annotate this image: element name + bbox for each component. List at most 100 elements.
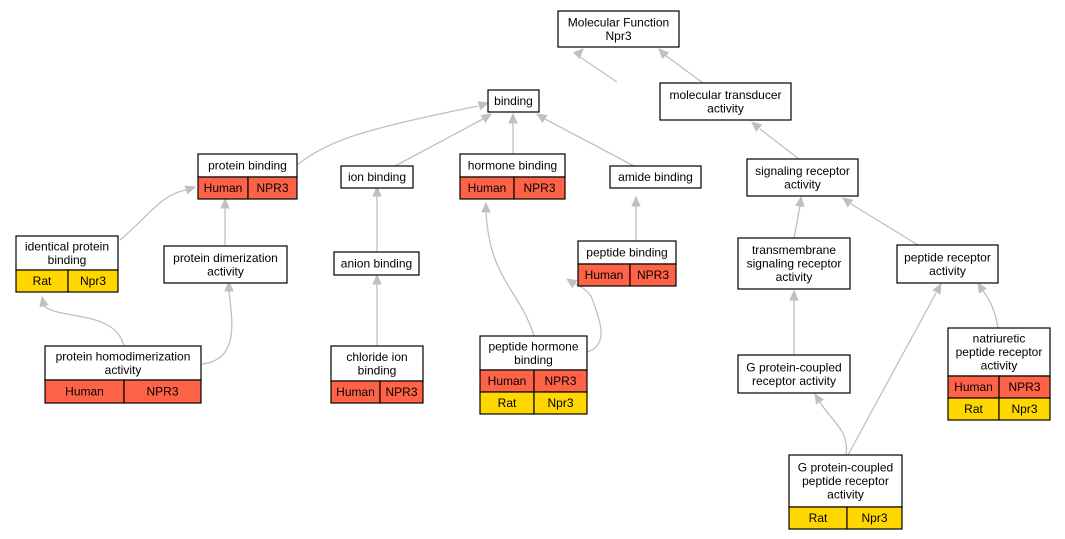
node-box — [340, 165, 414, 189]
edge-arrowhead — [631, 195, 641, 207]
species-label: Rat — [33, 274, 52, 288]
edge-arrowhead — [224, 280, 234, 292]
edge-arrowhead — [481, 201, 491, 213]
node-label: binding — [48, 253, 87, 267]
edge-arrowhead — [795, 195, 805, 207]
edge-arrowhead — [789, 289, 799, 301]
node-box — [737, 237, 851, 290]
species-label: Human — [585, 268, 624, 282]
edge-arrowhead — [184, 185, 197, 195]
node-label: peptide receptor — [802, 474, 889, 488]
gene-cell — [513, 176, 566, 200]
node-box — [479, 335, 588, 371]
edge-line — [119, 189, 187, 241]
node-box — [896, 244, 999, 284]
node-label: G protein-coupled — [746, 360, 841, 374]
node-label: receptor activity — [752, 374, 836, 388]
node-box — [746, 158, 859, 197]
edge-arrowhead — [480, 113, 493, 124]
edge-line — [485, 212, 535, 337]
node-label: signaling receptor — [747, 257, 842, 271]
node-box — [788, 454, 903, 508]
edge-arrowhead — [572, 48, 584, 60]
node-box — [947, 327, 1051, 377]
node-label: activity — [981, 359, 1018, 373]
edge-arrowhead — [977, 281, 988, 294]
edge-line — [793, 205, 801, 239]
node-label: binding — [514, 353, 553, 367]
node-box — [659, 82, 792, 121]
go-term-node[interactable]: anion binding — [333, 251, 420, 276]
gene-label: NPR3 — [637, 268, 669, 282]
gene-label: NPR3 — [256, 181, 288, 195]
node-label: molecular transducer — [669, 88, 781, 102]
edges — [39, 48, 999, 456]
gene-label: NPR3 — [146, 385, 178, 399]
node-label: peptide binding — [586, 246, 667, 260]
gene-label: NPR3 — [523, 181, 555, 195]
species-label: Rat — [964, 402, 983, 416]
edge-line — [847, 292, 937, 456]
node-label: activity — [784, 177, 821, 191]
edge-arrowhead — [565, 278, 578, 289]
node-label: transmembrane — [752, 243, 836, 257]
gene-cell — [247, 176, 298, 200]
edge-arrowhead — [535, 113, 548, 124]
node-label: peptide receptor — [956, 345, 1043, 359]
species-label: Rat — [809, 511, 828, 525]
node-label: protein dimerization — [173, 251, 278, 265]
node-label: peptide hormone — [488, 339, 578, 353]
edge-line — [201, 290, 233, 365]
edge-arrowhead — [39, 295, 49, 308]
edge-line — [850, 203, 919, 246]
node-label: Molecular Function — [568, 15, 669, 29]
gene-label: NPR3 — [1008, 380, 1040, 394]
node-label: signaling receptor — [755, 164, 850, 178]
edge-arrowhead — [751, 121, 763, 132]
gene-cell — [629, 263, 677, 287]
species-label: Rat — [498, 396, 517, 410]
edge-arrowhead — [372, 185, 382, 197]
go-term-node[interactable]: ion binding — [340, 165, 414, 189]
node-label: natriuretic — [973, 332, 1026, 346]
node-label: activity — [207, 264, 244, 278]
gene-label: Npr3 — [80, 274, 106, 288]
edge-arrowhead — [220, 197, 230, 209]
node-box — [737, 354, 851, 394]
gene-cell — [533, 391, 588, 415]
edge-arrowhead — [508, 112, 518, 124]
node-label: protein binding — [208, 159, 287, 173]
edge-arrowhead — [477, 101, 490, 111]
go-term-node[interactable]: amide binding — [609, 165, 702, 189]
species-label: Human — [336, 385, 375, 399]
go-term-node[interactable]: binding — [487, 89, 540, 113]
edge-arrowhead — [842, 197, 854, 208]
node-box — [333, 251, 420, 276]
node-box — [163, 245, 288, 284]
gene-label: Npr3 — [547, 396, 573, 410]
node-label: peptide receptor — [904, 250, 991, 264]
species-label: Human — [468, 181, 507, 195]
edge-line — [819, 401, 848, 456]
edge-line — [982, 290, 999, 329]
edge-line — [544, 118, 635, 167]
gene-label: NPR3 — [544, 374, 576, 388]
node-box — [557, 10, 680, 48]
